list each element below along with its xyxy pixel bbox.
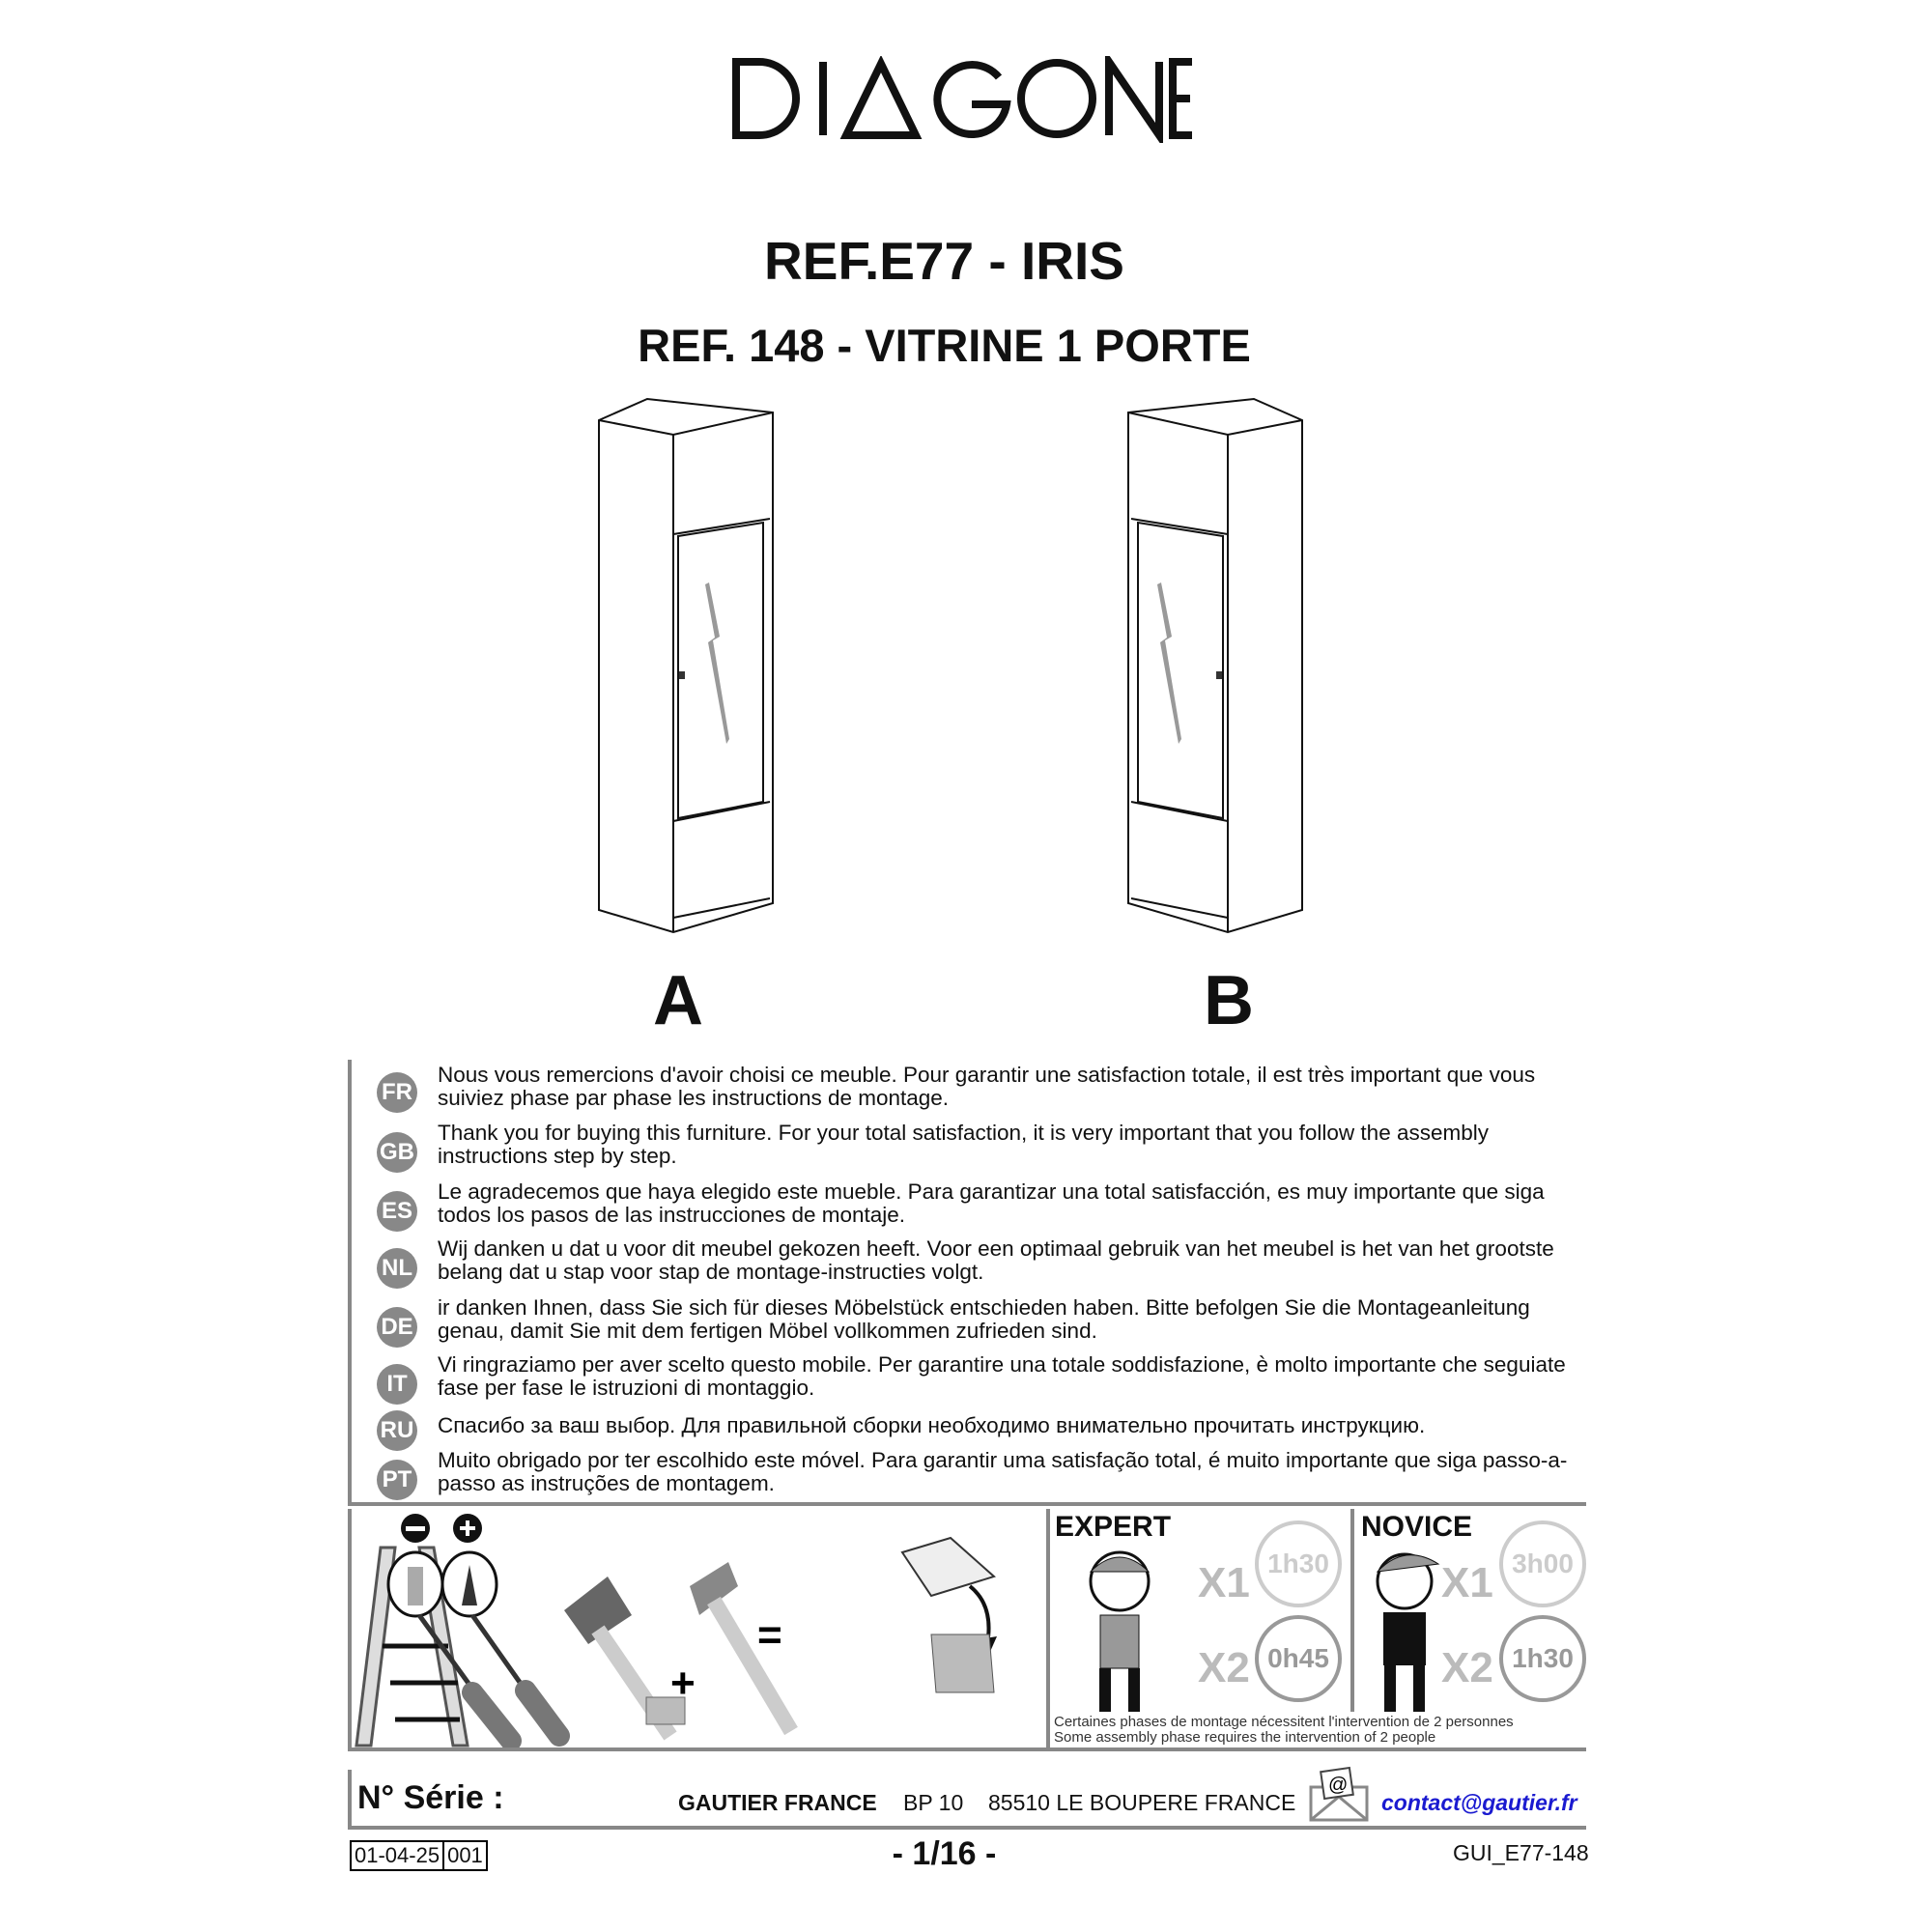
expert-time-one: 1h30 [1255, 1520, 1342, 1607]
novice-time-one: 3h00 [1499, 1520, 1586, 1607]
expert-figure-icon [1089, 1550, 1151, 1712]
print-date: 01-04-25 [355, 1843, 440, 1867]
lang-text: Thank you for buying this furniture. For… [438, 1121, 1489, 1168]
lang-text: Le agradecemos que haya elegido este mue… [438, 1179, 1545, 1227]
email-envelope-icon: @ [1309, 1766, 1369, 1822]
lang-text: ir danken Ihnen, dass Sie sich für diese… [438, 1295, 1530, 1343]
lang-badge: IT [377, 1364, 417, 1405]
divider [348, 1826, 1586, 1830]
serial-number-label: N° Série : [348, 1770, 504, 1826]
panel-divider [1350, 1509, 1354, 1712]
novice-figure-icon [1376, 1552, 1440, 1712]
lang-badge: RU [377, 1410, 417, 1451]
company-name: GAUTIER FRANCE [678, 1790, 877, 1815]
hammer-plus-block-icon: + [645, 1562, 798, 1736]
manual-to-folder-icon [900, 1536, 997, 1693]
equals-sign: = [757, 1611, 782, 1659]
divider [348, 1747, 1586, 1751]
novice-one-person: X1 [1441, 1559, 1493, 1606]
product-subtitle: REF. 148 - VITRINE 1 PORTE [638, 320, 1251, 371]
lang-text: Vi ringraziamo per aver scelto questo mo… [438, 1352, 1566, 1400]
novice-label: NOVICE [1361, 1511, 1473, 1543]
tools-illustration: = + [355, 1514, 997, 1747]
lang-text: Спасибо за ваш выбор. Для правильной сбо… [438, 1413, 1426, 1437]
lang-text: Wij danken u dat u voor dit meubel gekoz… [438, 1236, 1554, 1284]
expert-time-two: 0h45 [1255, 1615, 1342, 1702]
panel-divider [1046, 1509, 1050, 1747]
lang-badge: PT [377, 1460, 417, 1500]
two-people-note-fr: Certaines phases de montage nécessitent … [1054, 1714, 1514, 1730]
lang-badge: NL [377, 1248, 417, 1289]
lang-badge: FR [377, 1072, 417, 1113]
contact-email-link[interactable]: contact@gautier.fr [1381, 1790, 1577, 1815]
lang-badge: ES [377, 1191, 417, 1232]
print-date-box: 01-04-25 001 [350, 1840, 488, 1871]
company-bp: BP 10 [903, 1790, 964, 1815]
novice-time-two: 1h30 [1499, 1615, 1586, 1702]
variant-label-b: B [1204, 962, 1254, 1039]
lang-text: Muito obrigado por ter escolhido este mó… [438, 1448, 1568, 1495]
tools-and-assembly-panel: = + EXPERT X1 1h30 X2 0h45 NOVICE X1 3h0… [348, 1509, 1590, 1747]
novice-two-people: X2 [1441, 1644, 1493, 1691]
expert-one-person: X1 [1198, 1559, 1250, 1606]
expert-label: EXPERT [1055, 1511, 1172, 1543]
svg-text:@: @ [1328, 1775, 1348, 1796]
company-city: 85510 LE BOUPERE FRANCE [988, 1790, 1296, 1815]
page-number: - 1/16 - [892, 1835, 997, 1872]
batch-number: 001 [442, 1842, 486, 1869]
phillips-screwdriver-icon [440, 1514, 570, 1747]
two-people-note-en: Some assembly phase requires the interve… [1054, 1729, 1436, 1746]
expert-two-people: X2 [1198, 1644, 1250, 1691]
divider [348, 1502, 1586, 1506]
product-title: REF.E77 - IRIS [764, 231, 1124, 291]
cabinet-a-drawing [598, 397, 774, 934]
language-intro-block: FR Nous vous remercions d'avoir choisi ce… [348, 1060, 1590, 1504]
document-code: GUI_E77-148 [1453, 1840, 1589, 1865]
diagone-logo [732, 56, 1192, 143]
lang-badge: DE [377, 1307, 417, 1348]
variant-label-a: A [653, 962, 703, 1039]
lang-badge: GB [377, 1132, 417, 1173]
lang-text: Nous vous remercions d'avoir choisi ce m… [438, 1063, 1536, 1110]
cabinet-b-drawing [1127, 397, 1303, 934]
